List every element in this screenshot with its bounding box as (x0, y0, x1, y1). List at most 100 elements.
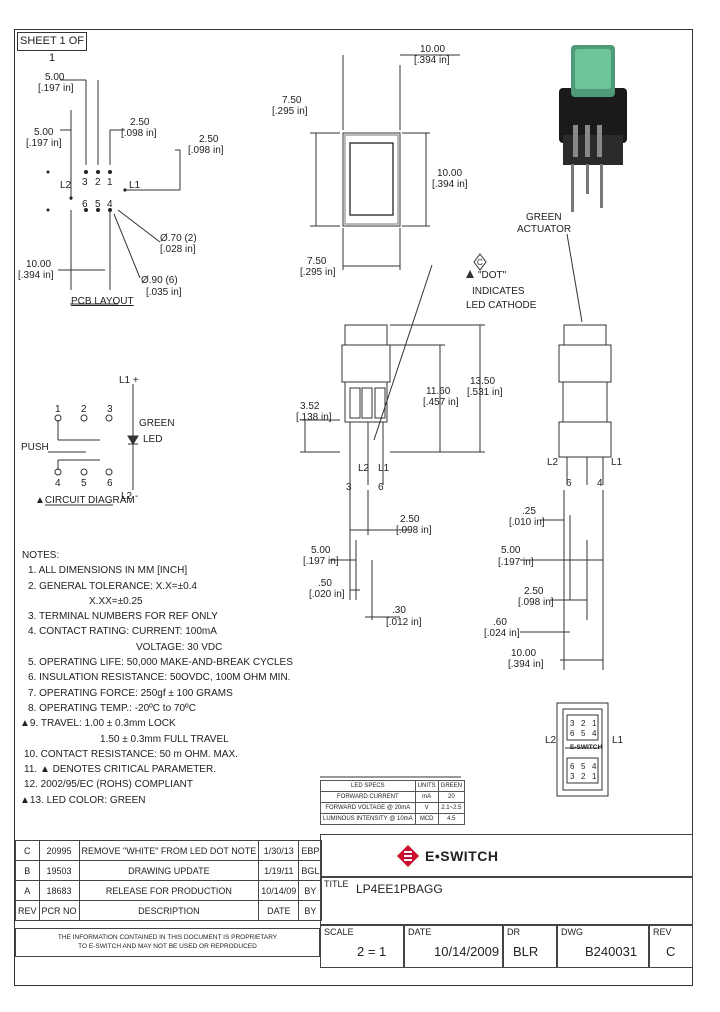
rev-cell: 20995 (38, 840, 80, 861)
led-cell: MCD (414, 813, 439, 825)
pcb-dim-10-in: [.394 in] (18, 270, 54, 281)
revision-header: REV PCR NO DESCRIPTION DATE BY (15, 900, 323, 921)
top-view-outline (342, 132, 401, 227)
led-specs-h2: GREEN (437, 780, 466, 792)
led-specs-h0: LED SPECS (320, 780, 416, 792)
pcb-hole2: Ø.90 (6) (141, 275, 178, 286)
e-switch-logo-icon (397, 845, 419, 867)
circuit-pin2: 2 (81, 404, 87, 415)
pcb-layout-title: PCB LAYOUT (71, 296, 134, 307)
pcb-l1: L1 (129, 180, 141, 191)
rev-cell: 1/19/11 (258, 860, 300, 881)
right-dim-250: 2.50 (524, 586, 544, 597)
dr-value: BLR (513, 944, 539, 959)
rev-cell: 10/14/09 (258, 880, 300, 901)
dim-h750-in: [.295 in] (272, 106, 308, 117)
led-cell: V (414, 802, 439, 814)
side-dim-352: 3.52 (300, 401, 320, 412)
pcb-holes (46, 170, 127, 476)
logo-cell: E•SWITCH (320, 834, 693, 877)
side-l1: L1 (378, 463, 390, 474)
bottom-pin3: 3 (570, 719, 575, 728)
dim-width-top: 10.00 (420, 44, 446, 55)
rev-header-cell: BY (298, 900, 323, 921)
callout-green: GREEN (526, 212, 562, 223)
rev-cell: 18683 (38, 880, 80, 901)
product-photo (559, 45, 627, 212)
dr-label: DR (507, 927, 520, 937)
right-dim-060-in: [.024 in] (484, 628, 520, 639)
pcb-dim-25b: 2.50 (199, 134, 219, 145)
side-dim-050: .50 (318, 578, 332, 589)
circuit-green: GREEN (139, 418, 175, 429)
sheet-label: SHEET 1 OF 1 (17, 32, 87, 64)
note-12: 12. 2002/95/EC (ROHS) COMPLIANT (24, 779, 193, 791)
pcb-dim-25a: 2.50 (130, 117, 150, 128)
right-pin4: 4 (597, 478, 603, 489)
circuit-title: ▲CIRCUIT DIAGRAM (35, 495, 135, 506)
pcb-dim-5b: 5.00 (34, 127, 54, 138)
right-dim-250-in: [.098 in] (518, 597, 554, 608)
bottom-pin6b: 6 (570, 762, 575, 771)
rev-header-cell: REV (15, 900, 40, 921)
circuit-pin1: 1 (55, 404, 61, 415)
scale-label: SCALE (324, 927, 354, 937)
pcb-pin-5: 5 (95, 199, 101, 210)
bottom-pin2b: 2 (581, 772, 586, 781)
title-label: TITLE (324, 879, 349, 889)
dwg-value: B240031 (585, 944, 638, 959)
right-dim-1000: 10.00 (511, 648, 537, 659)
scale-value: 2 = 1 (357, 944, 387, 959)
dim-h10: 10.00 (437, 168, 463, 179)
rev-cell: B (15, 860, 40, 881)
callout-dot: "DOT" (478, 270, 507, 281)
dim-w750-in: [.295 in] (300, 267, 336, 278)
note-13: ▲13. LED COLOR: GREEN (20, 794, 146, 806)
pcb-pin-2: 2 (95, 177, 101, 188)
rev-cell: BY (298, 880, 323, 901)
rev-header-cell: PCR NO (38, 900, 80, 921)
side-dim-1160: 11.60 (426, 386, 451, 397)
side-pin6: 6 (378, 482, 384, 493)
circuit-l2: L2 - (121, 491, 139, 502)
led-cell: 4.5 (437, 813, 466, 825)
pcb-hole1-in: [.028 in] (160, 244, 196, 255)
date-value: 10/14/2009 (434, 944, 500, 959)
pcb-pin-3: 3 (82, 177, 88, 188)
side-dim-1350-in: [.531 in] (467, 387, 503, 398)
callout-led-cathode: LED CATHODE (466, 300, 537, 311)
side-dim-352-in: [.138 in] (296, 412, 332, 423)
pcb-dim-10: 10.00 (26, 259, 52, 270)
callout-indicates: INDICATES (472, 286, 525, 297)
side-dim-500-in: [.197 in] (303, 556, 339, 567)
bottom-pin5b: 5 (581, 762, 586, 771)
bottom-brand: E-SWITCH (570, 744, 603, 751)
note-2: 2. GENERAL TOLERANCE: X.X=±0.4 (28, 580, 197, 592)
confidential-line2: TO E-SWITCH AND MAY NOT BE USED OR REPRO… (78, 943, 257, 950)
rev-cell: BGL (298, 860, 323, 881)
dim-w750: 7.50 (307, 256, 327, 267)
note-8: 8. OPERATING TEMP.: -20ºC to 70ºC (28, 702, 196, 714)
dwg-label: DWG (561, 927, 583, 937)
table-row: A 18683 RELEASE FOR PRODUCTION 10/14/09 … (15, 880, 323, 901)
rev-value: C (666, 944, 676, 959)
drawing-frame (14, 29, 693, 986)
right-dim-1000-in: [.394 in] (508, 659, 544, 670)
led-cell: FORWARD VOLTAGE @ 20mA (320, 802, 416, 814)
part-number: LP4EE1PBAGG (356, 882, 443, 896)
rev-cell: EBP (298, 840, 323, 861)
rev-label: REV (653, 927, 672, 937)
dr-cell: DR BLR (503, 925, 557, 968)
rev-header-cell: DATE (258, 900, 300, 921)
rev-cell: REMOVE "WHITE" FROM LED DOT NOTE (78, 840, 260, 861)
led-specs-table: LED SPECS UNITS GREEN FORWARD CURRENT mA… (320, 780, 466, 825)
notes-block: NOTES: 1. ALL DIMENSIONS IN MM [INCH] 2.… (20, 548, 293, 808)
callout-c-mark: C (477, 258, 483, 267)
revision-table: C 20995 REMOVE "WHITE" FROM LED DOT NOTE… (15, 840, 323, 921)
pcb-dim-5b-in: [.197 in] (26, 138, 62, 149)
circuit-pin6: 6 (107, 478, 113, 489)
bottom-pin1: 1 (592, 719, 597, 728)
scale-cell: SCALE 2 = 1 (320, 925, 404, 968)
side-dim-1350: 13.50 (470, 376, 496, 387)
led-specs-header: LED SPECS UNITS GREEN (320, 780, 466, 792)
